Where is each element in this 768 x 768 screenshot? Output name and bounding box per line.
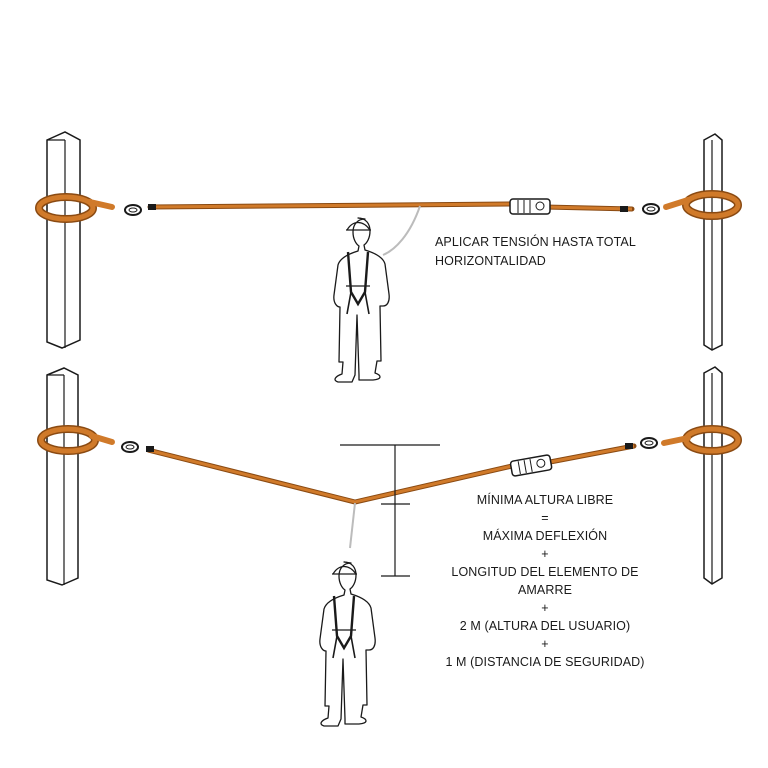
post-icon bbox=[46, 367, 79, 586]
lifeline-strap bbox=[147, 201, 635, 212]
lanyard bbox=[382, 205, 421, 256]
connector-icon bbox=[121, 441, 139, 453]
instruction-line: HORIZONTALIDAD bbox=[435, 254, 546, 268]
ratchet-tensioner-icon bbox=[509, 454, 553, 477]
clearance-dimension bbox=[340, 444, 440, 577]
ratchet-tensioner-icon bbox=[509, 198, 551, 215]
connector-icon bbox=[640, 437, 658, 449]
formula-line: LONGITUD DEL ELEMENTO DE AMARRE bbox=[451, 565, 639, 597]
connector-icon bbox=[124, 204, 142, 216]
anchor-sling-icon bbox=[37, 425, 115, 455]
formula-line: MÍNIMA ALTURA LIBRE bbox=[476, 493, 614, 507]
worker-icon bbox=[332, 216, 391, 384]
clearance-formula: MÍNIMA ALTURA LIBRE = MÁXIMA DEFLEXIÓN +… bbox=[420, 491, 670, 671]
formula-line: = bbox=[541, 511, 549, 525]
instruction-text: APLICAR TENSIÓN HASTA TOTAL HORIZONTALID… bbox=[435, 233, 695, 271]
formula-line: 1 M (DISTANCIA DE SEGURIDAD) bbox=[445, 655, 645, 669]
anchor-sling-icon bbox=[35, 193, 115, 223]
formula-line: 2 M (ALTURA DEL USUARIO) bbox=[459, 619, 631, 633]
post-icon bbox=[703, 366, 723, 585]
formula-line: + bbox=[541, 601, 549, 615]
anchor-sling-icon bbox=[663, 190, 742, 220]
lifeline-strap-deflected bbox=[146, 443, 637, 505]
post-icon bbox=[46, 131, 81, 349]
connector-icon bbox=[642, 203, 660, 215]
formula-line: MÁXIMA DEFLEXIÓN bbox=[482, 529, 608, 543]
formula-line: + bbox=[541, 547, 549, 561]
anchor-sling-icon bbox=[661, 425, 742, 455]
post-icon bbox=[703, 133, 723, 351]
instruction-line: APLICAR TENSIÓN HASTA TOTAL bbox=[435, 235, 636, 249]
worker-icon bbox=[318, 560, 377, 728]
lanyard bbox=[349, 502, 356, 549]
formula-line: + bbox=[541, 637, 549, 651]
